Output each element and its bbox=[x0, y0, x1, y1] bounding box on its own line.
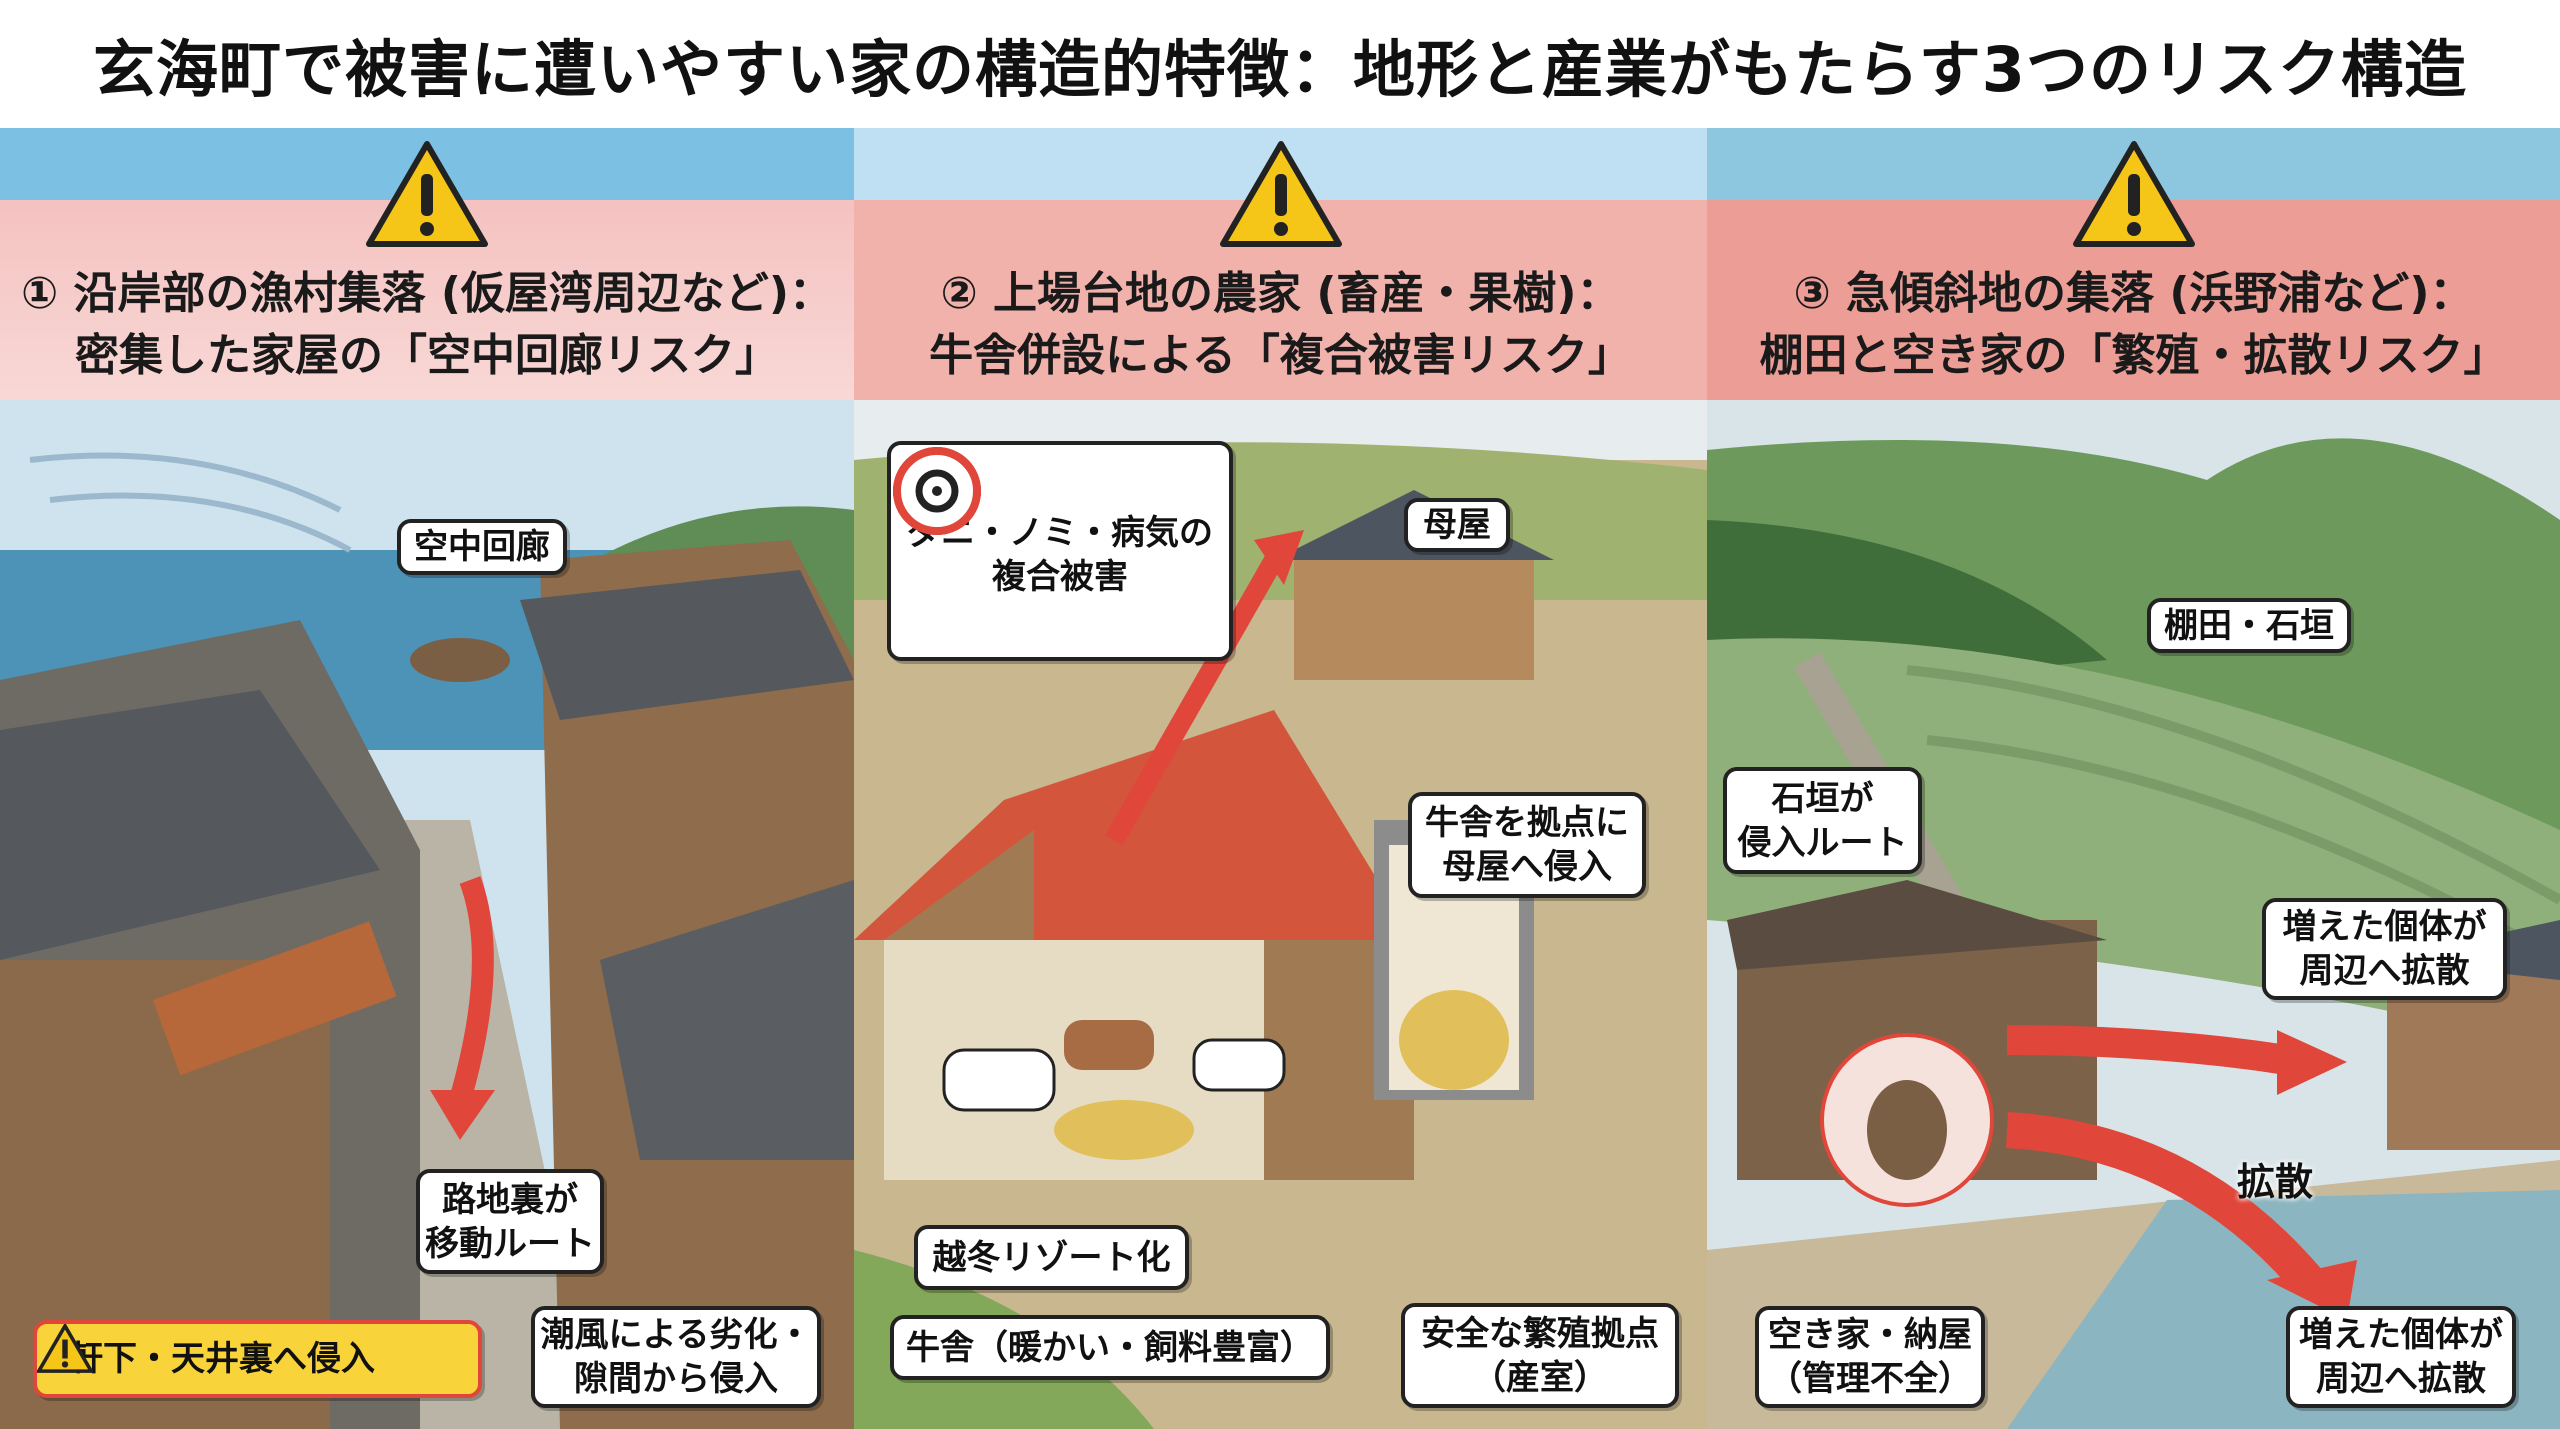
callout-spread-top: 増えた個体が 周辺へ拡散 bbox=[2262, 898, 2507, 1000]
callout-main-house: 母屋 bbox=[1404, 498, 1510, 552]
warning-triangle-icon bbox=[366, 141, 488, 247]
scene-illustration: 空中回廊 路地裏が 移動ルート 軒下・天井裏へ侵入 潮風による劣化・ 隙間から侵… bbox=[0, 400, 854, 1429]
panel-steep-slope-village: ③ 急傾斜地の集落 (浜野浦など)： 棚田と空き家の「繁殖・拡散リスク」 棚田・石… bbox=[1707, 128, 2560, 1429]
panel-heading: ② 上場台地の農家 (畜産・果樹)： 牛舎併設による「複合被害リスク」 bbox=[854, 263, 1707, 387]
warning-triangle-icon bbox=[2072, 141, 2195, 247]
callout-breeding-base: 安全な繁殖拠点 （産室） bbox=[1401, 1303, 1679, 1408]
heading-line: 棚田と空き家の「繁殖・拡散リスク」 bbox=[1759, 330, 2508, 381]
callout-vacant-house: 空き家・納屋 （管理不全） bbox=[1755, 1306, 1985, 1408]
callout-alley-route: 路地裏が 移動ルート bbox=[416, 1169, 604, 1274]
warning-triangle-icon bbox=[37, 1324, 93, 1373]
callout-aerial-corridor: 空中回廊 bbox=[397, 519, 567, 575]
biohazard-icon bbox=[893, 447, 981, 535]
scene-illustration: 棚田・石垣 石垣が 侵入ルート 増えた個体が 周辺へ拡散 拡散 空き家・納屋 （… bbox=[1707, 400, 2560, 1429]
heading-line: 牛舎併設による「複合被害リスク」 bbox=[929, 330, 1632, 381]
page-title: 玄海町で被害に遭いやすい家の構造的特徴：地形と産業がもたらす3つのリスク構造 bbox=[93, 33, 2467, 106]
callout-eaves-intrusion: 軒下・天井裏へ侵入 bbox=[33, 1320, 482, 1398]
cow-icon bbox=[942, 1048, 1056, 1112]
heading-line: ③ 急傾斜地の集落 (浜野浦など)： bbox=[1793, 268, 2474, 319]
cow-icon bbox=[1192, 1038, 1286, 1092]
panel-upland-farm: ② 上場台地の農家 (畜産・果樹)： 牛舎併設による「複合被害リスク」 bbox=[854, 128, 1707, 1429]
callout-terraces: 棚田・石垣 bbox=[2147, 598, 2351, 653]
spread-label: 拡散 bbox=[2237, 1160, 2314, 1204]
callout-text: 軒下・天井裏へ侵入 bbox=[69, 1339, 375, 1379]
callout-cattle-barn: 牛舎（暖かい・飼料豊富） bbox=[890, 1315, 1330, 1380]
callout-barn-intrusion: 牛舎を拠点に 母屋へ侵入 bbox=[1408, 792, 1646, 898]
callout-stone-wall-route: 石垣が 侵入ルート bbox=[1723, 767, 1922, 874]
panel-coastal-village: ① 沿岸部の漁村集落 (仮屋湾周辺など)： 密集した家屋の「空中回廊リスク」 空中… bbox=[0, 128, 854, 1429]
callout-pest-damage: ダニ・ノミ・病気の 複合被害 bbox=[887, 441, 1233, 661]
heading-line: ① 沿岸部の漁村集落 (仮屋湾周辺など)： bbox=[20, 268, 834, 319]
callout-spread-bottom: 増えた個体が 周辺へ拡散 bbox=[2286, 1306, 2516, 1408]
panel-heading: ③ 急傾斜地の集落 (浜野浦など)： 棚田と空き家の「繁殖・拡散リスク」 bbox=[1707, 263, 2560, 387]
heading-line: 密集した家屋の「空中回廊リスク」 bbox=[75, 330, 779, 381]
cow-icon bbox=[1064, 1020, 1154, 1070]
panel-heading: ① 沿岸部の漁村集落 (仮屋湾周辺など)： 密集した家屋の「空中回廊リスク」 bbox=[0, 263, 854, 387]
heading-line: ② 上場台地の農家 (畜産・果樹)： bbox=[940, 268, 1621, 319]
callout-winter-resort: 越冬リゾート化 bbox=[914, 1225, 1189, 1290]
scene-illustration: ダニ・ノミ・病気の 複合被害 母屋 牛舎を拠点に 母屋へ侵入 越冬リゾート化 牛… bbox=[854, 400, 1707, 1429]
raccoon-dog-icon bbox=[410, 638, 510, 682]
warning-triangle-icon bbox=[1219, 141, 1342, 247]
raccoon-dog-icon bbox=[1867, 1080, 1947, 1180]
callout-salt-damage: 潮風による劣化・ 隙間から侵入 bbox=[531, 1306, 821, 1408]
